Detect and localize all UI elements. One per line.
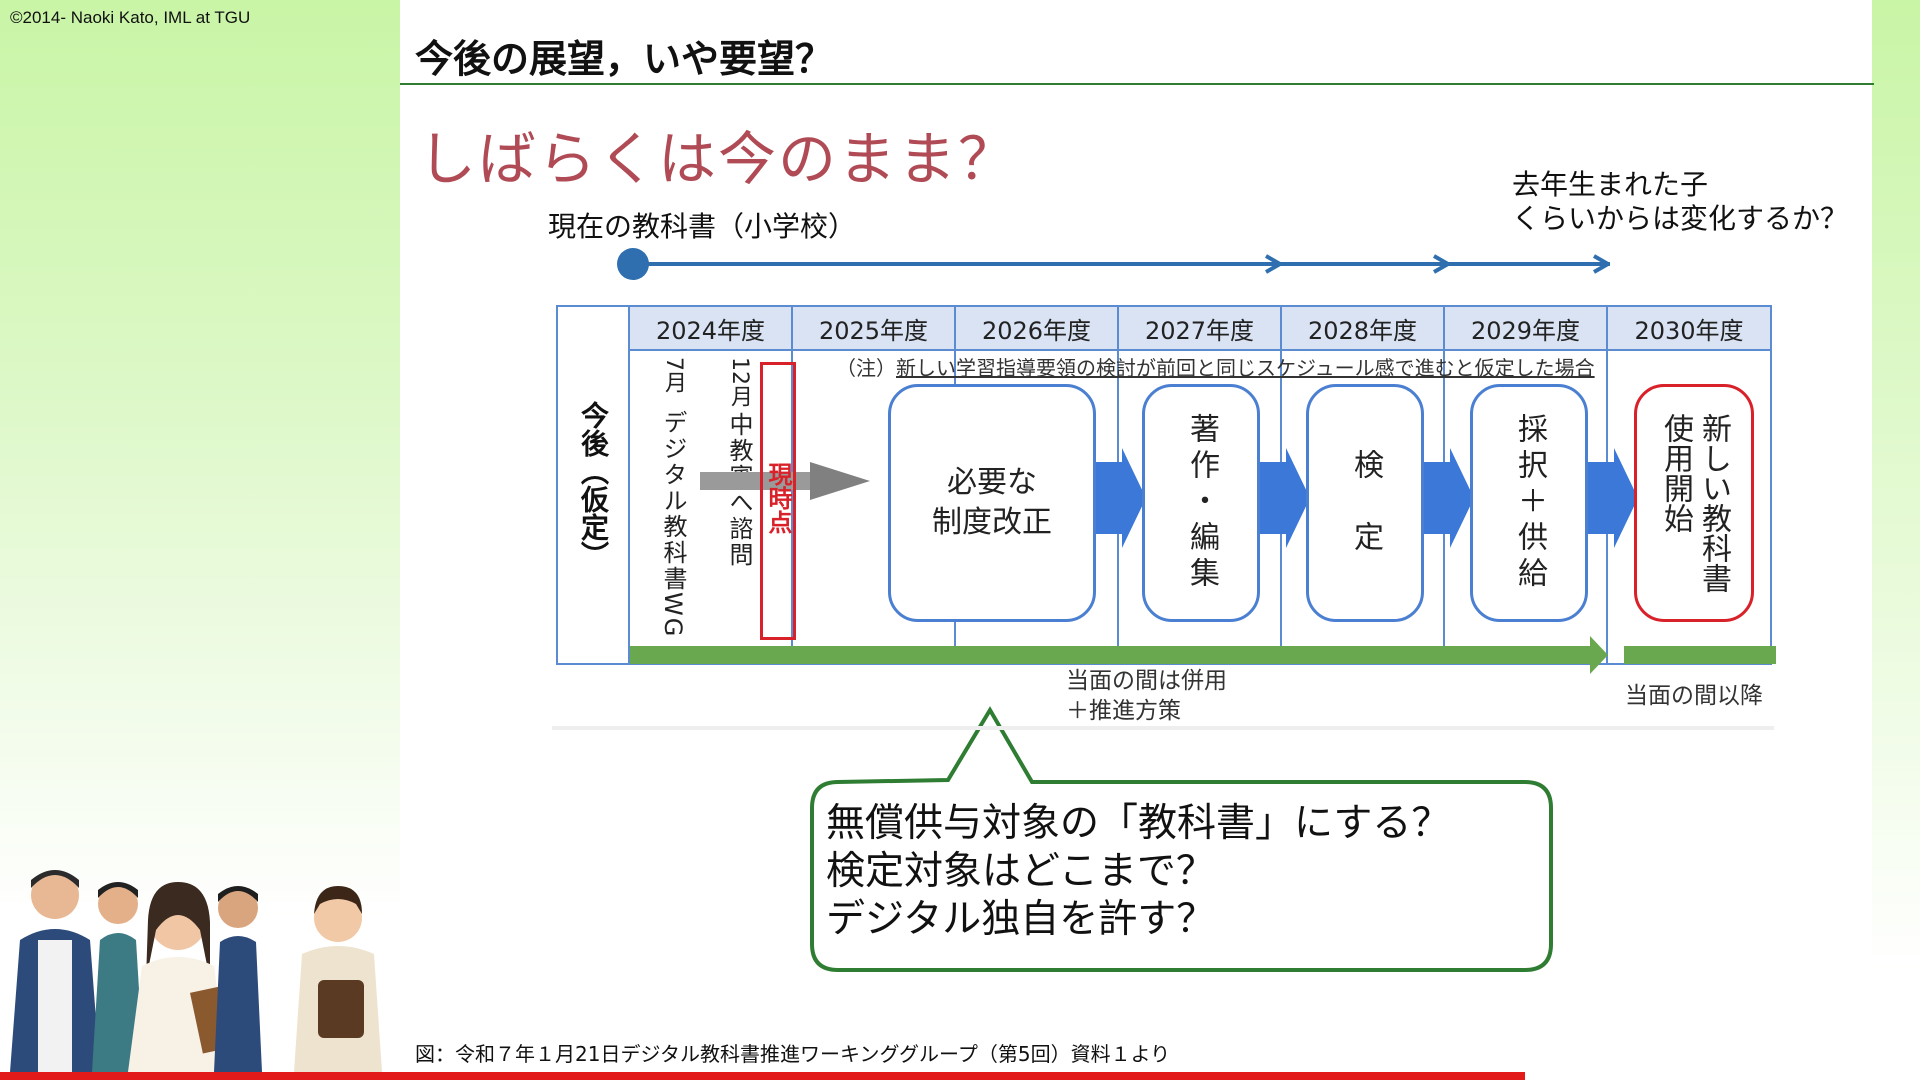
timeline-chevron-1 <box>1265 254 1285 274</box>
bubble-line2: 検定対象はどこまで？ <box>826 849 1215 894</box>
year-header-2030: 2030年度 <box>1608 307 1770 351</box>
step-adoption-supply-label: 採択＋供給 <box>1512 413 1547 593</box>
green-bar-after <box>1624 646 1776 664</box>
digital-textbook-wg: デジタル教科書WG <box>659 410 687 639</box>
step-new-col2: 使用開始 <box>1658 413 1693 533</box>
assumption-note: （注）新しい学習指導要領の検討が前回と同じスケジュール感で進むと仮定した場合 <box>836 352 1595 381</box>
bubble-line1: 無償供与対象の「教科書」にする？ <box>826 801 1451 846</box>
current-textbook-label: 現在の教科書（小学校） <box>548 210 857 243</box>
slide-subtitle: しばらくは今のまま？ <box>418 125 1019 193</box>
copyright: ©2014- Naoki Kato, IML at TGU <box>10 8 251 27</box>
concurrent-use-line2: ＋推進方策 <box>1066 698 1181 724</box>
year-header-2026: 2026年度 <box>956 307 1119 351</box>
student-figure <box>294 886 382 1072</box>
student-figure <box>10 870 100 1072</box>
gray-arrow-head <box>810 462 870 500</box>
step-new-col1: 新しい教科書 <box>1696 413 1731 593</box>
current-point-box <box>760 362 796 640</box>
section-divider <box>552 726 1774 730</box>
student-figure <box>92 882 144 1072</box>
concurrent-use-label: 当面の間は併用 ＋推進方策 <box>1066 666 1227 726</box>
current-point-label: 現時点 <box>764 462 792 534</box>
blue-arrow-2 <box>1260 448 1310 548</box>
july-label: 7月 <box>661 357 686 393</box>
bubble-line3: デジタル独自を許す？ <box>826 897 1216 942</box>
note-prefix: （注） <box>836 356 896 380</box>
step-new-textbook-start: 新しい教科書使用開始 <box>1634 384 1754 622</box>
timeline-chevron-3 <box>1593 254 1610 274</box>
speech-bubble-text: 無償供与対象の「教科書」にする？ 検定対象はどこまで？ デジタル独自を許す？ <box>826 800 1450 944</box>
blue-arrow-4 <box>1588 448 1638 548</box>
student-figure <box>214 886 262 1072</box>
speech-bubble <box>810 706 1553 972</box>
timeline-arrow <box>617 248 1610 280</box>
title-rule <box>400 83 1874 85</box>
step-authorization: 検 定 <box>1306 384 1424 622</box>
side-label: 今後（仮定） <box>558 307 630 663</box>
students-illustration <box>10 870 382 1072</box>
green-bar-arrow <box>630 636 1608 674</box>
step-authorization-label: 検 定 <box>1348 449 1383 557</box>
after-period-label: 当面の間以降 <box>1625 683 1763 709</box>
december-label: 12月 <box>727 357 752 407</box>
year-header-2027: 2027年度 <box>1119 307 1282 351</box>
year-header-2025: 2025年度 <box>793 307 956 351</box>
step-new-textbook-text: 新しい教科書使用開始 <box>1656 413 1732 593</box>
future-note-line1: 去年生まれた子 <box>1512 168 1709 201</box>
year-header-2029: 2029年度 <box>1445 307 1608 351</box>
step-authoring-editing-label: 著作・編集 <box>1184 413 1219 593</box>
column-divider <box>791 351 793 663</box>
step-adoption-supply: 採択＋供給 <box>1470 384 1588 622</box>
step-authoring-editing: 著作・編集 <box>1142 384 1260 622</box>
future-note: 去年生まれた子 くらいからは変化するか？ <box>1512 168 1848 236</box>
step-system-reform: 必要な 制度改正 <box>888 384 1096 622</box>
figure-caption: 図：令和７年１月21日デジタル教科書推進ワーキンググループ（第5回）資料１より <box>415 1042 1171 1066</box>
blue-arrow-1 <box>1096 448 1146 548</box>
concurrent-use-line1: 当面の間は併用 <box>1066 668 1227 694</box>
step-system-reform-line1: 必要な <box>947 465 1037 500</box>
future-note-line2: くらいからは変化するか？ <box>1512 202 1849 235</box>
timeline-start-dot <box>617 248 649 280</box>
step-system-reform-line2: 制度改正 <box>932 505 1052 540</box>
year-header-2028: 2028年度 <box>1282 307 1445 351</box>
right-gradient-strip <box>1872 0 1920 1080</box>
gray-bar <box>700 472 810 490</box>
blue-arrow-3 <box>1424 448 1474 548</box>
year-header-2024: 2024年度 <box>630 307 793 351</box>
note-text: 新しい学習指導要領の検討が前回と同じスケジュール感で進むと仮定した場合 <box>896 356 1595 380</box>
slide-title: 今後の展望，いや要望？ <box>415 37 834 81</box>
bottom-red-bar <box>0 1072 1525 1080</box>
timeline-chevron-2 <box>1433 254 1453 274</box>
